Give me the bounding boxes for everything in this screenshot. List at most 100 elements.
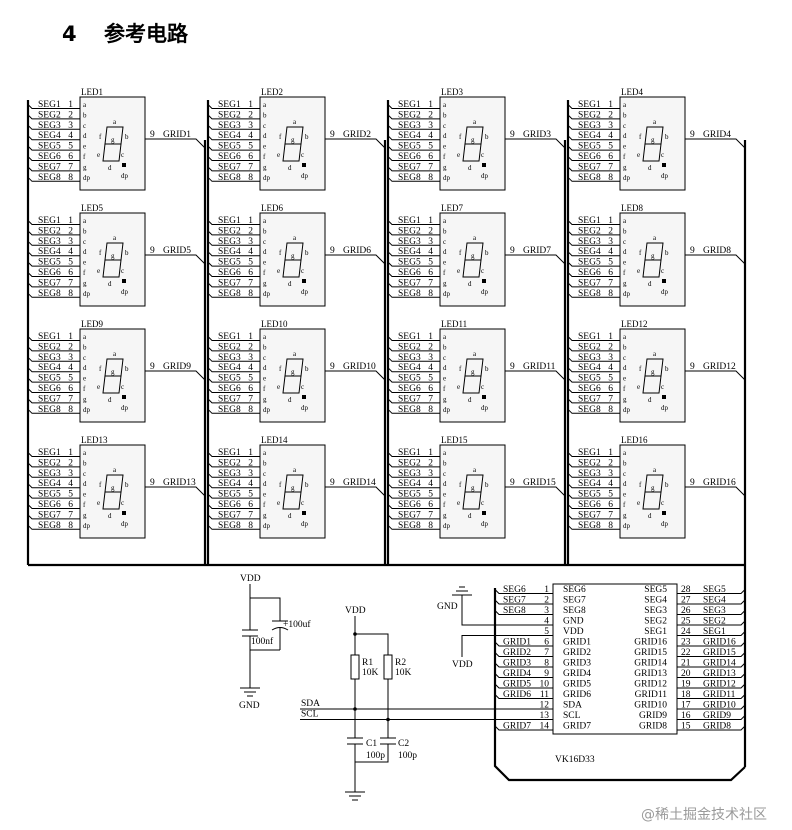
segment-net-label: SEG2 xyxy=(38,342,61,352)
digit-segment-label: e xyxy=(97,383,100,391)
pin-segment-letter: f xyxy=(443,269,446,277)
segment-net-label: SEG2 xyxy=(398,342,421,352)
pin-number: 8 xyxy=(608,405,613,415)
segment-net-label: SEG4 xyxy=(38,363,61,373)
digit-segment-label: a xyxy=(293,118,297,126)
segment-wire xyxy=(27,367,80,373)
pin-number: 8 xyxy=(608,521,613,531)
segment-net-label: SEG5 xyxy=(38,490,61,500)
chip-pin-net-label: GRID13 xyxy=(703,669,736,679)
chip-pin-name: GRID3 xyxy=(563,659,591,669)
segment-net-label: SEG8 xyxy=(38,521,61,531)
chip-pin-wire xyxy=(494,652,553,657)
digit-segment-label: a xyxy=(653,234,657,242)
segment-wire xyxy=(207,524,260,530)
capacitor-plate-curved xyxy=(271,627,289,631)
digit-segment-label: dp xyxy=(481,404,489,412)
grid-wire xyxy=(685,370,746,381)
digit-segment-label: g xyxy=(111,136,115,144)
pin-segment-letter: dp xyxy=(83,522,91,530)
segment-net-label: SEG2 xyxy=(38,458,61,468)
scl-label: SCL xyxy=(301,710,319,720)
digit-segment-label: b xyxy=(485,481,489,489)
decimal-point xyxy=(482,395,486,399)
pin-number: 2 xyxy=(428,226,433,236)
segment-net-label: SEG5 xyxy=(398,490,421,500)
chip-pin-number: 20 xyxy=(681,669,691,679)
segment-net-label: SEG1 xyxy=(398,448,421,458)
pin-segment-letter: b xyxy=(83,111,87,119)
pin-number: 3 xyxy=(608,121,613,131)
digit-segment-label: d xyxy=(648,396,652,404)
grid-wire xyxy=(325,370,386,381)
digit-segment-label: e xyxy=(277,151,280,159)
pin-segment-letter: a xyxy=(623,101,627,109)
digit-lower-loop xyxy=(102,491,122,510)
grid-net-label: GRID3 xyxy=(523,130,551,140)
grid-wire xyxy=(325,486,386,497)
segment-net-label: SEG7 xyxy=(218,510,241,520)
segment-wire xyxy=(567,145,620,151)
pin-segment-letter: c xyxy=(83,470,86,478)
chip-pin-name: GRID1 xyxy=(563,638,591,648)
segment-wire xyxy=(567,377,620,383)
pin-segment-letter: dp xyxy=(443,174,451,182)
chip-pin-net-label: SEG6 xyxy=(503,585,526,595)
pin-number: 7 xyxy=(68,394,73,404)
segment-net-label: SEG4 xyxy=(398,363,421,373)
pin-number: 5 xyxy=(248,258,253,268)
pin-number: 4 xyxy=(248,363,253,373)
segment-net-label: SEG8 xyxy=(578,521,601,531)
digit-segment-label: dp xyxy=(481,520,489,528)
segment-wire xyxy=(387,220,440,225)
segment-net-label: SEG6 xyxy=(38,152,61,162)
digit-segment-label: dp xyxy=(661,520,669,528)
digit-segment-label: c xyxy=(301,499,304,507)
pin-segment-letter: g xyxy=(623,279,627,287)
led-reference: LED12 xyxy=(621,319,648,329)
digit-segment-label: c xyxy=(481,499,484,507)
pin-number: 8 xyxy=(68,289,73,299)
pin-number: 4 xyxy=(68,131,73,141)
decimal-point xyxy=(122,511,126,515)
segment-net-label: SEG3 xyxy=(398,469,421,479)
segment-wire xyxy=(27,524,80,530)
digit-lower-loop xyxy=(102,259,122,278)
chip-pin-number: 6 xyxy=(544,638,549,648)
pin-number: 4 xyxy=(608,247,613,257)
segment-net-label: SEG5 xyxy=(578,258,601,268)
segment-net-label: SEG4 xyxy=(38,247,61,257)
pin-segment-letter: f xyxy=(623,153,626,161)
segment-wire xyxy=(27,483,80,489)
pin-segment-letter: b xyxy=(263,227,267,235)
segment-wire xyxy=(27,292,80,298)
pin-segment-letter: c xyxy=(443,238,446,246)
pin-segment-letter: dp xyxy=(443,406,451,414)
pin-segment-letter: c xyxy=(263,354,266,362)
pin-number: 7 xyxy=(248,278,253,288)
digit-segment-label: e xyxy=(457,383,460,391)
grid-wire xyxy=(505,370,566,381)
pin-number: 5 xyxy=(68,374,73,384)
grid-wire xyxy=(685,138,746,149)
segment-wire xyxy=(567,452,620,457)
decimal-point xyxy=(662,395,666,399)
segment-net-label: SEG7 xyxy=(398,394,421,404)
segment-net-label: SEG7 xyxy=(218,278,241,288)
vdd-label: VDD xyxy=(452,660,473,670)
digit-segment-label: b xyxy=(665,133,669,141)
segment-net-label: SEG1 xyxy=(218,100,241,110)
digit-segment-label: a xyxy=(473,118,477,126)
decimal-point xyxy=(122,279,126,283)
vdd-label: VDD xyxy=(345,606,366,616)
segment-wire xyxy=(567,504,620,509)
pin-number: 6 xyxy=(248,384,253,394)
pin-number: 4 xyxy=(608,363,613,373)
digit-segment-label: e xyxy=(277,267,280,275)
